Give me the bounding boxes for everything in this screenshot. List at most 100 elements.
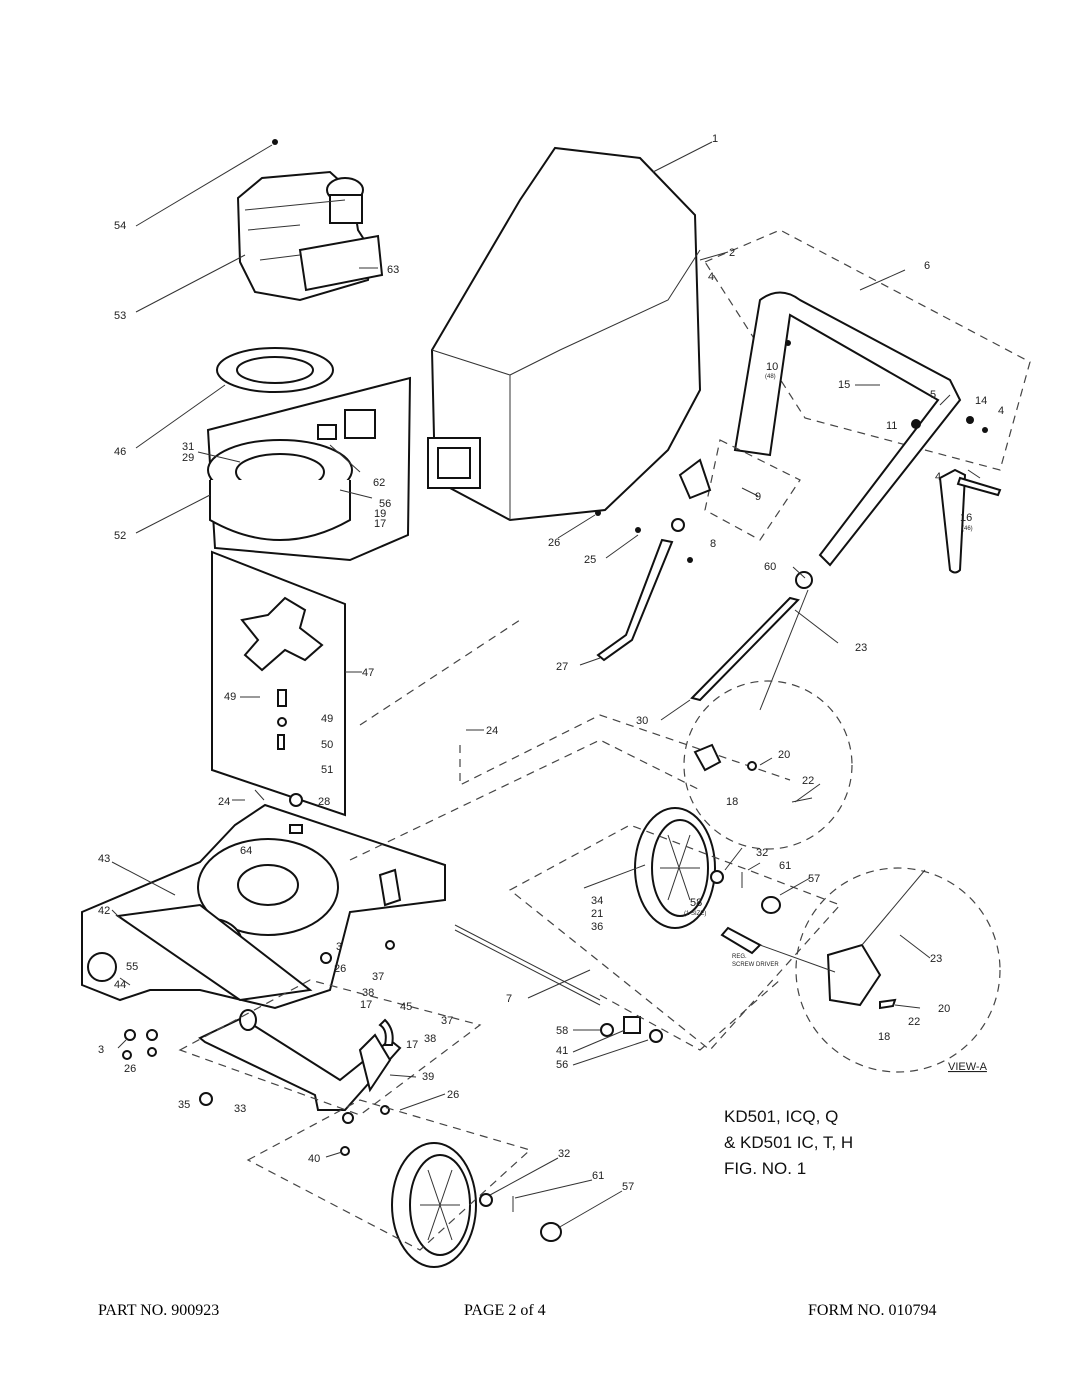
callout-41: 41	[556, 1045, 568, 1057]
callout-2: 2	[729, 247, 735, 259]
callout-56b: 56	[556, 1059, 568, 1071]
callout-7: 7	[506, 993, 512, 1005]
callout-54: 54	[114, 220, 126, 232]
callout-26d: 26	[447, 1089, 459, 1101]
callout-3b: 3	[98, 1044, 104, 1056]
callout-38b: 38	[424, 1033, 436, 1045]
title-line-1: KD501, ICQ, Q	[724, 1107, 838, 1126]
callout-6: 6	[924, 260, 930, 272]
callout-5: 5	[930, 389, 936, 401]
callout-34: 34	[591, 895, 603, 907]
callout-39: 39	[422, 1071, 434, 1083]
callout-15: 15	[838, 379, 850, 391]
callout-25a: 25	[584, 554, 596, 566]
callout-43: 43	[98, 853, 110, 865]
size-note: (1 SIZE)	[684, 911, 706, 917]
callout-11: 11	[886, 420, 897, 432]
title-line-3: FIG. NO. 1	[724, 1159, 806, 1178]
callout-38a: 38	[362, 987, 374, 999]
engine	[236, 139, 384, 302]
axle-assembly	[178, 924, 601, 1124]
callout-32a: 32	[756, 847, 768, 859]
callout-14: 14	[975, 395, 987, 407]
callout-30: 30	[636, 715, 648, 727]
callout-17c: 17	[406, 1039, 418, 1051]
callout-10: 10	[766, 361, 778, 373]
callout-19: 19	[374, 508, 386, 520]
svg-text:(46): (46)	[962, 526, 973, 532]
callout-42: 42	[98, 905, 110, 917]
callout-29: 29	[182, 452, 194, 464]
callout-22b: 22	[908, 1016, 920, 1028]
figure-title: KD501, ICQ, Q & KD501 IC, T, H FIG. NO. …	[724, 1107, 853, 1178]
callout-17a: 17	[374, 518, 386, 530]
callout-51: 51	[321, 764, 333, 776]
view-a-upper-detail	[683, 680, 853, 850]
callout-57b: 57	[622, 1181, 634, 1193]
handle-panel	[678, 229, 1031, 574]
callout-16: 16	[960, 512, 972, 524]
guide-line-1	[359, 619, 791, 786]
screwdriver-label-1: REG.	[732, 954, 747, 960]
callout-49b: 49	[321, 713, 333, 725]
title-line-2: & KD501 IC, T, H	[724, 1133, 853, 1152]
impeller-panel	[211, 550, 346, 817]
callout-55: 55	[126, 961, 138, 973]
callout-56a: 56	[379, 498, 391, 510]
callout-1: 1	[712, 133, 718, 145]
callout-57a: 57	[808, 873, 820, 885]
callout-3a: 3	[336, 941, 342, 953]
callout-64: 64	[240, 845, 252, 857]
leader-lines	[111, 141, 981, 1229]
footer-form-no: FORM NO. 010794	[808, 1302, 937, 1319]
callout-26c: 26	[124, 1063, 136, 1075]
callout-31: 31	[182, 441, 194, 453]
callout-49a: 49	[224, 691, 236, 703]
callout-45: 45	[400, 1001, 412, 1013]
callout-22a: 22	[802, 775, 814, 787]
callout-27: 27	[556, 661, 568, 673]
guide-line-2	[349, 739, 781, 1051]
svg-text:(48): (48)	[765, 374, 776, 380]
footer-page: PAGE 2 of 4	[464, 1302, 546, 1319]
callout-24b: 24	[218, 796, 230, 808]
callout-4a: 4	[708, 271, 714, 283]
gasket	[216, 347, 334, 393]
callout-24a: 24	[486, 725, 498, 737]
callout-50: 50	[321, 739, 333, 751]
callout-28: 28	[318, 796, 330, 808]
footer-part-no: PART NO. 900923	[98, 1302, 220, 1319]
callout-9: 9	[755, 491, 761, 503]
callout-17b: 17	[360, 999, 372, 1011]
collection-bag	[427, 146, 702, 522]
callout-37b: 37	[441, 1015, 453, 1027]
callout-46: 46	[114, 446, 126, 458]
callout-21: 21	[591, 908, 603, 920]
callout-20a: 20	[778, 749, 790, 761]
callout-60: 60	[764, 561, 776, 573]
callout-18a: 18	[726, 796, 738, 808]
callout-35: 35	[178, 1099, 190, 1111]
view-a-lower-detail	[720, 867, 1001, 1073]
view-a-label: VIEW-A	[948, 1061, 988, 1073]
callout-44: 44	[114, 979, 126, 991]
screwdriver-label-2: SCREW DRIVER	[732, 962, 779, 968]
callout-32b: 32	[558, 1148, 570, 1160]
deck-hardware	[122, 793, 395, 1156]
callout-18b: 18	[878, 1031, 890, 1043]
callout-4c: 4	[935, 471, 941, 483]
callout-8: 8	[710, 538, 716, 550]
callout-52: 52	[114, 530, 126, 542]
callout-61a: 61	[779, 860, 791, 872]
rear-wheel	[508, 807, 842, 1051]
callout-53: 53	[114, 310, 126, 322]
callout-20b: 20	[938, 1003, 950, 1015]
callout-40: 40	[308, 1153, 320, 1165]
callout-23a: 23	[855, 642, 867, 654]
blower-housing	[206, 376, 412, 562]
callout-58a: 58	[690, 897, 702, 909]
callout-61b: 61	[592, 1170, 604, 1182]
callout-labels: 54 53 63 46 31 29 62 56 19 17 52 47 49 4…	[98, 133, 1004, 1193]
callout-26a: 26	[548, 537, 560, 549]
